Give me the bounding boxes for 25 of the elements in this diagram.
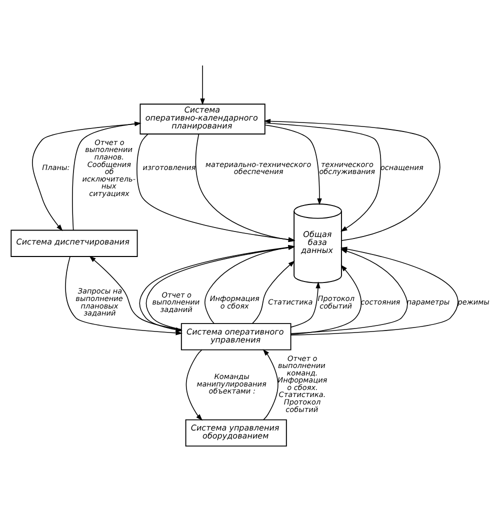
arrow [200, 64, 205, 105]
edge-label: Статистика [268, 296, 313, 306]
edge-label: оснащения [380, 162, 424, 172]
edge-label: Планы: [42, 162, 70, 172]
edge-label: Отчет о выполнении планов. Сообщения об исключитель- ных ситуациях [82, 137, 136, 198]
arrow [264, 124, 322, 205]
edge-label: состояния [360, 296, 400, 306]
arrow [72, 121, 142, 230]
arrow [290, 264, 362, 334]
edge-label: Запросы на выполнение плановых заданий [76, 286, 123, 318]
arrow [262, 348, 278, 420]
arrow [65, 256, 182, 335]
arrow [290, 281, 320, 328]
edge-label: параметры [406, 296, 450, 306]
edge-label: изготовления [142, 162, 196, 172]
arrow [186, 349, 203, 420]
edge-label: Информация о сбоях [210, 293, 260, 310]
edge-label: Отчет о выполнении заданий [152, 290, 200, 314]
edge-label: материально-технического обеспечения [205, 159, 312, 176]
edge-label: технического обслуживания [319, 159, 376, 176]
edge-label: Протокол событий [318, 293, 355, 310]
edge-label: Отчет о выполнении команд. Информация о сбоях. Статистика. Протокол событий [278, 353, 328, 414]
arrow [264, 122, 382, 232]
edge-label: Команды манипулирования объектами : [196, 371, 266, 396]
arrow [252, 260, 295, 324]
